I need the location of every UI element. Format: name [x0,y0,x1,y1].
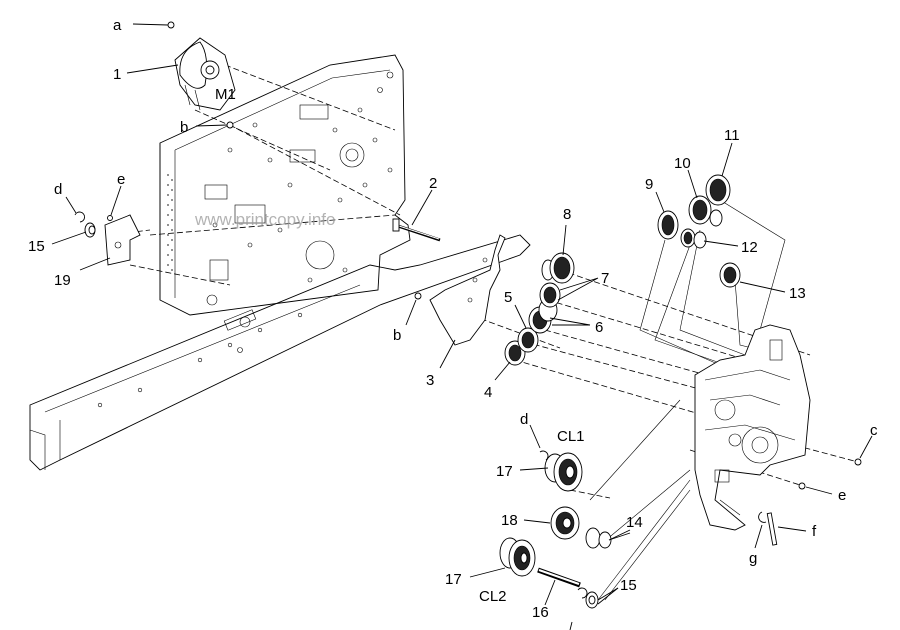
callout-4: 4 [484,384,492,401]
callout-m1: M1 [215,86,236,103]
callout-8: 8 [563,206,571,223]
callout-18: 18 [501,512,518,529]
callout-6: 6 [595,319,603,336]
bushing-15-left [51,222,96,245]
watermark-text: www.printcopy.info [194,210,335,229]
screw-e-right [798,482,833,495]
callout-12: 12 [741,239,758,256]
callout-15-lower: 15 [620,577,637,594]
callout-10: 10 [674,155,691,172]
gear-12 [680,228,739,249]
callout-f: f [812,523,817,540]
callout-16: 16 [532,604,549,621]
callout-a: a [113,17,122,34]
callout-cl2: CL2 [479,588,507,605]
screw-e-left [107,185,122,221]
callout-11: 11 [724,127,740,144]
callout-labels: a 1 M1 b 2 d e 15 19 b 3 4 5 6 7 8 9 10 … [28,17,878,621]
callout-1: 1 [113,66,121,83]
e-ring-g [754,511,767,549]
gear-10 [687,169,712,225]
clutch-cl2 [469,537,536,578]
main-frame [29,54,531,471]
screw-b-upper [195,121,234,129]
callout-b-lower: b [393,327,401,344]
screw-b-lower [405,292,422,326]
callout-19: 19 [54,272,71,289]
bushing-14 [585,527,631,549]
callout-9: 9 [645,176,653,193]
gear-6 [528,298,591,334]
callout-15-left: 15 [28,238,45,255]
bracket-19 [79,214,141,271]
callout-cl1: CL1 [557,428,585,445]
gear-5 [514,304,539,353]
gear-18 [523,506,580,540]
callout-d-lower: d [520,411,528,428]
callout-e-left: e [117,171,125,188]
gear-11 [705,142,733,227]
e-ring-lower [577,587,588,599]
callout-b-upper: b [180,119,188,136]
pin-f [766,512,807,546]
callout-5: 5 [504,289,512,306]
bushing-15-lower [569,587,619,630]
callout-d-left: d [54,181,62,198]
screw-a [132,21,175,29]
callout-3: 3 [426,372,434,389]
e-ring-d-left [65,196,86,223]
gear-13 [719,262,786,293]
motor-m1 [174,37,236,111]
e-ring-d-lower [529,424,549,461]
screw-c [854,435,873,466]
callout-17-upper: 17 [496,463,513,480]
bracket-3 [429,234,506,369]
callout-e-right: e [838,487,846,504]
callout-g: g [749,550,757,567]
callout-14: 14 [626,514,643,531]
callout-c: c [870,422,878,439]
shaft-2 [392,189,441,242]
gear-8 [541,224,575,284]
assembly-lines [109,64,859,601]
clutch-cl1 [519,452,583,492]
callout-17-lower: 17 [445,571,462,588]
callout-13: 13 [789,285,806,302]
shaft-16 [537,567,581,606]
callout-7: 7 [601,270,609,287]
gear-housing [694,324,811,531]
callout-2: 2 [429,175,437,192]
gear-7 [539,277,599,308]
gear-9 [655,191,679,240]
